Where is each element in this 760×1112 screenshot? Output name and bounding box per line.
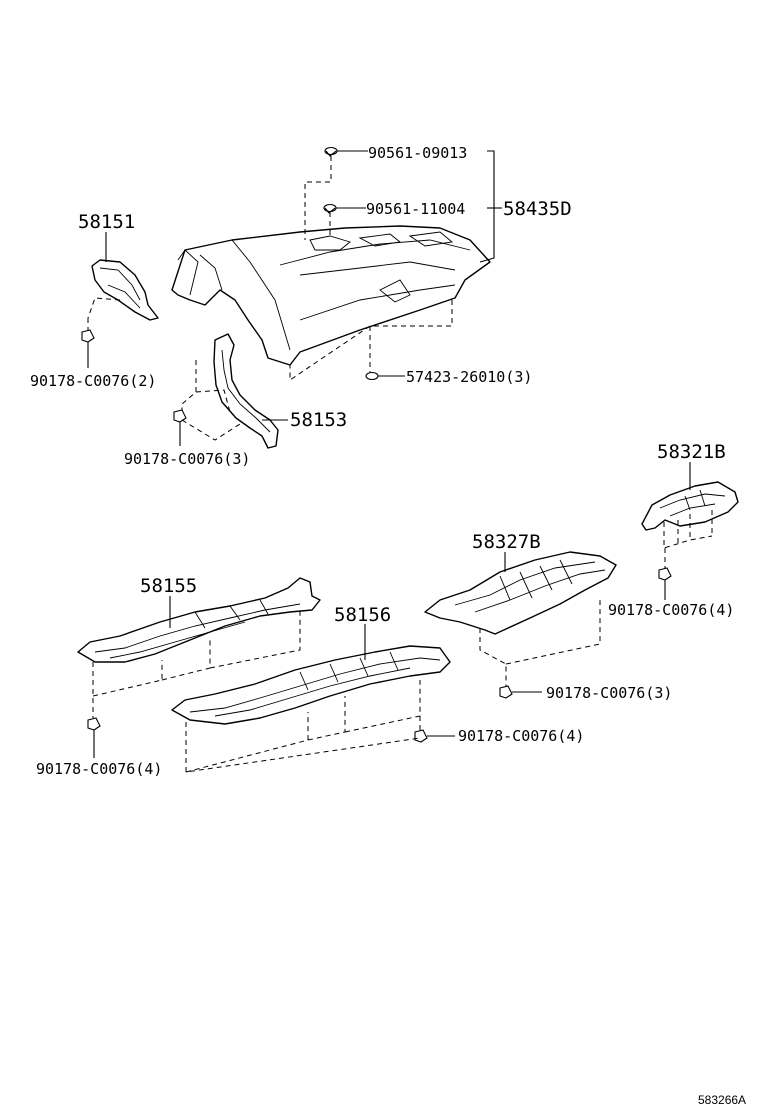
label-58153: 58153 bbox=[290, 409, 347, 431]
label-90561-11004: 90561-11004 bbox=[366, 200, 465, 218]
label-58321b: 58321B bbox=[657, 441, 726, 463]
label-58156: 58156 bbox=[334, 604, 391, 626]
part-58151-shape[interactable] bbox=[91, 259, 159, 321]
clip-90178-c0076-4-mid-icon bbox=[414, 729, 428, 743]
label-58435d: 58435D bbox=[503, 198, 572, 220]
clip-90178-c0076-2-icon bbox=[81, 329, 95, 343]
dashed-leaders bbox=[87, 156, 713, 773]
label-57423-26010: 57423-26010(3) bbox=[406, 368, 532, 386]
diagram-id: 583266A bbox=[698, 1093, 746, 1107]
label-58327b: 58327B bbox=[472, 531, 541, 553]
label-90178-c0076-2: 90178-C0076(2) bbox=[30, 372, 156, 390]
nut-90561-11004-icon bbox=[323, 203, 337, 214]
nut-57423-icon bbox=[365, 371, 379, 381]
label-90178-c0076-3-left: 90178-C0076(3) bbox=[124, 450, 250, 468]
clip-90178-c0076-4-right-icon bbox=[658, 567, 672, 581]
label-90178-c0076-4-right: 90178-C0076(4) bbox=[608, 601, 734, 619]
part-58156-shape[interactable] bbox=[171, 645, 451, 725]
label-58151: 58151 bbox=[78, 211, 135, 233]
label-90178-c0076-3-mid: 90178-C0076(3) bbox=[546, 684, 672, 702]
label-90561-09013: 90561-09013 bbox=[368, 144, 467, 162]
label-58155: 58155 bbox=[140, 575, 197, 597]
part-58321b-shape[interactable] bbox=[641, 481, 739, 531]
part-58435d-shape[interactable] bbox=[171, 225, 491, 366]
solid-leaders bbox=[87, 150, 691, 758]
clip-90178-c0076-3-left-icon bbox=[173, 409, 187, 423]
clip-90178-c0076-3-mid-icon bbox=[499, 685, 513, 699]
clip-90178-c0076-4-left-icon bbox=[87, 717, 101, 731]
part-58327b-shape[interactable] bbox=[424, 551, 617, 635]
label-90178-c0076-4-left: 90178-C0076(4) bbox=[36, 760, 162, 778]
part-58155-shape[interactable] bbox=[77, 577, 321, 663]
nut-90561-09013-icon bbox=[324, 146, 338, 157]
label-90178-c0076-4-mid: 90178-C0076(4) bbox=[458, 727, 584, 745]
